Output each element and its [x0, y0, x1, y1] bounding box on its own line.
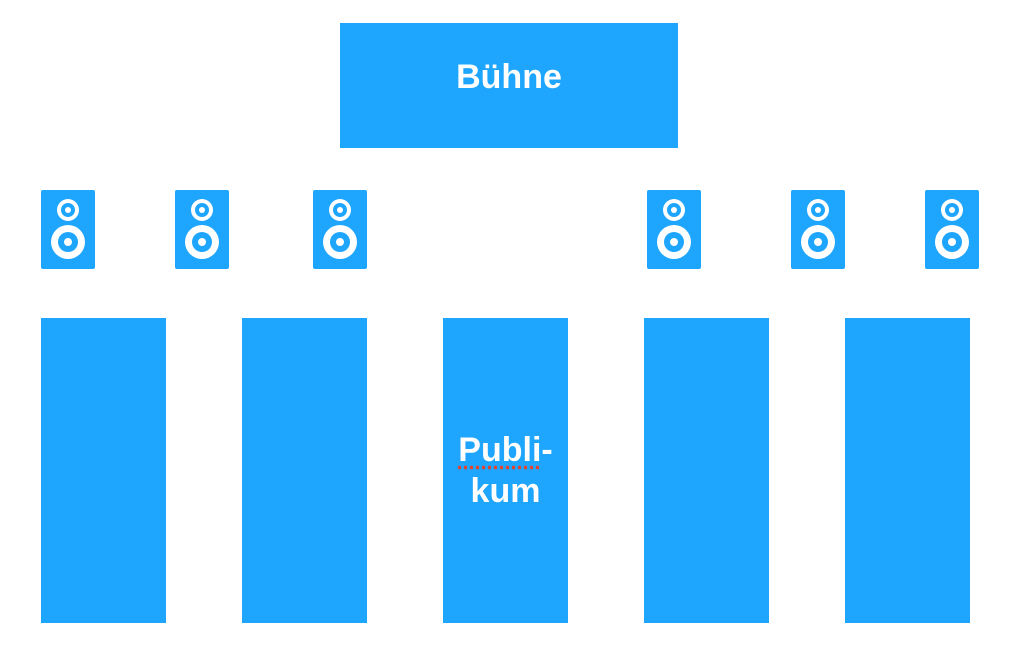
stage-label: Bühne	[456, 58, 562, 96]
speaker-woofer	[801, 225, 835, 259]
speaker-icon	[175, 190, 229, 269]
speaker-tweeter	[57, 199, 79, 221]
speaker-tweeter	[329, 199, 351, 221]
audience-block-center: Publi- kum	[443, 318, 568, 623]
speaker-tweeter	[807, 199, 829, 221]
speaker-woofer	[185, 225, 219, 259]
speaker-woofer	[51, 225, 85, 259]
stage-block: Bühne	[340, 23, 678, 148]
audience-label: Publi- kum	[458, 430, 552, 512]
speaker-tweeter	[941, 199, 963, 221]
audience-block	[41, 318, 166, 623]
speaker-woofer	[323, 225, 357, 259]
audience-block	[644, 318, 769, 623]
audience-block	[242, 318, 367, 623]
speaker-tweeter	[663, 199, 685, 221]
audience-label-line2: kum	[470, 471, 541, 510]
speaker-woofer	[657, 225, 691, 259]
speaker-icon	[313, 190, 367, 269]
audience-block	[845, 318, 970, 623]
speaker-icon	[647, 190, 701, 269]
speaker-icon	[41, 190, 95, 269]
speaker-tweeter	[191, 199, 213, 221]
audience-label-hyphen: -	[541, 430, 553, 469]
audience-label-line1: Publi	[458, 430, 542, 469]
speaker-icon	[925, 190, 979, 269]
speaker-icon	[791, 190, 845, 269]
speaker-woofer	[935, 225, 969, 259]
